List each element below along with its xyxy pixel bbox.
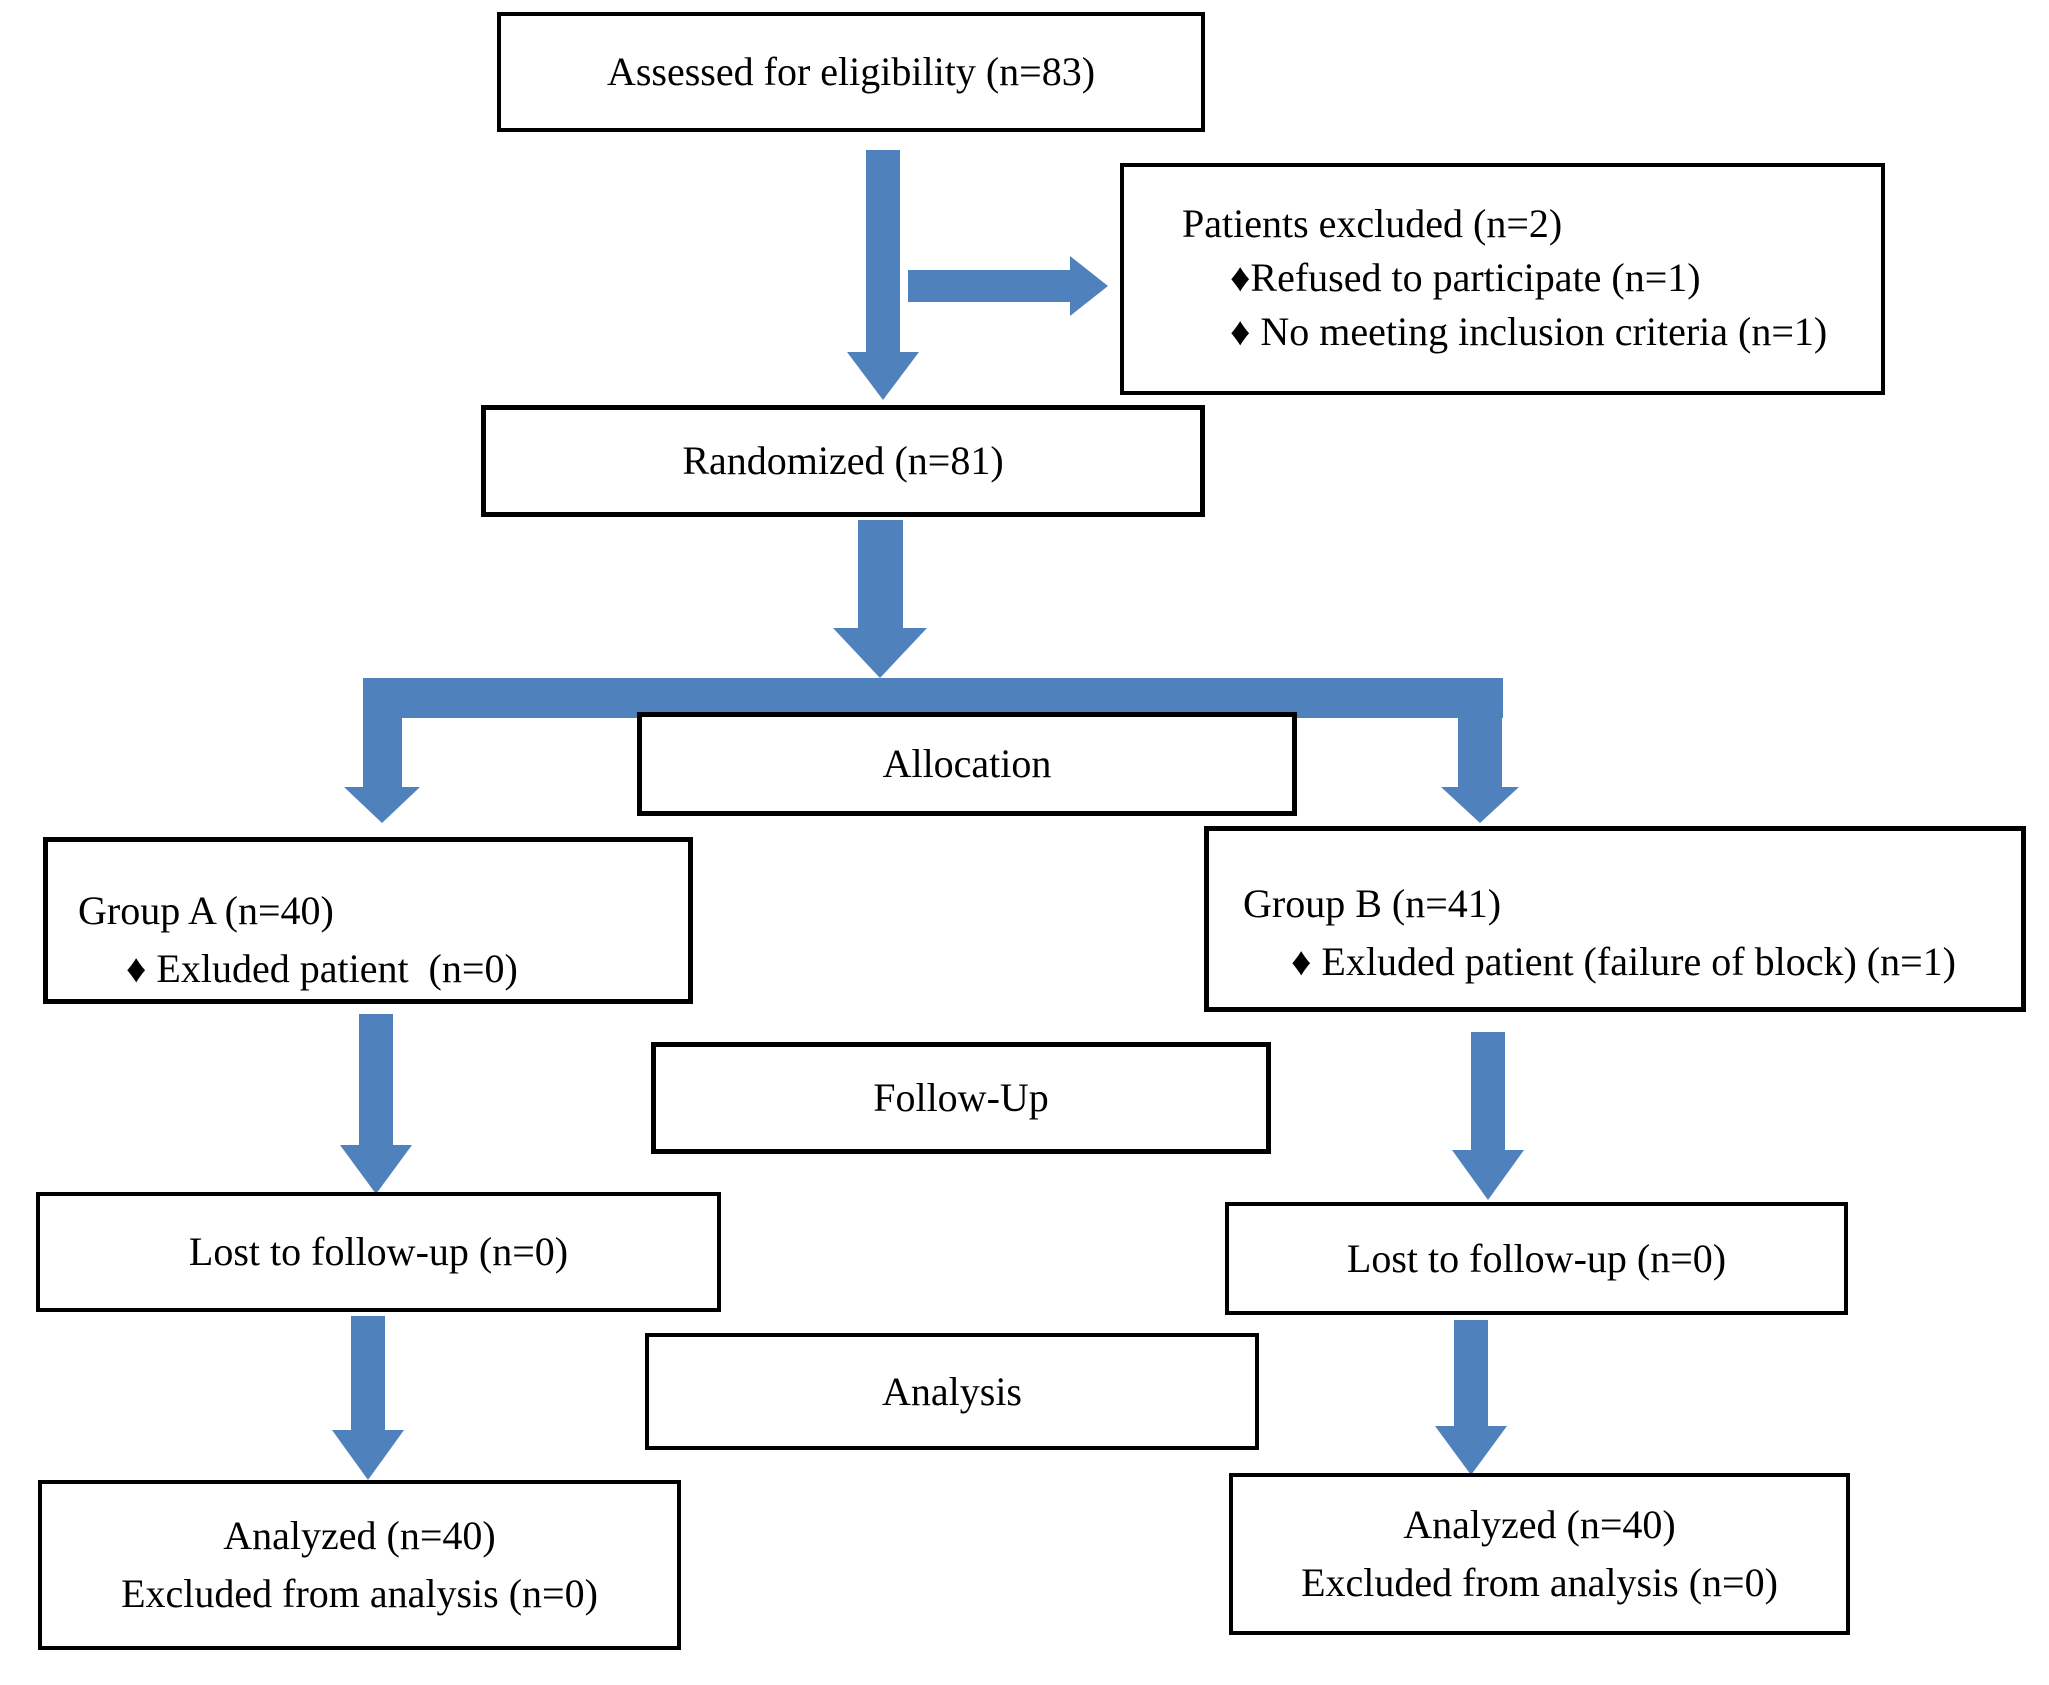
bullet-item: ♦Refused to participate (n=1) — [1230, 255, 1701, 300]
box-follow-up-stage: Follow-Up — [651, 1042, 1271, 1154]
arrow-assessed-to-randomized-shaft — [866, 150, 900, 352]
box-label: Randomized (n=81) — [682, 438, 1004, 483]
box-assessed-eligibility: Assessed for eligibility (n=83) — [497, 12, 1205, 132]
box-patients-excluded: Patients excluded (n=2) ♦Refused to part… — [1120, 163, 1885, 395]
box-line: Analyzed (n=40) — [223, 1513, 496, 1558]
box-analyzed-group-b: Analyzed (n=40) Excluded from analysis (… — [1229, 1473, 1850, 1635]
bullet-item: ♦ Exluded patient (failure of block) (n=… — [1291, 939, 1956, 984]
box-lost-to-followup-group-a: Lost to follow-up (n=0) — [36, 1192, 721, 1312]
box-line: Excluded from analysis (n=0) — [121, 1571, 598, 1616]
branch-left-to-group-a-down-arrowhead-icon — [344, 787, 420, 823]
box-analyzed-group-a: Analyzed (n=40) Excluded from analysis (… — [38, 1480, 681, 1650]
arrow-to-excluded-shaft — [908, 270, 1070, 302]
arrow-lost-a-to-analyzed-down-arrowhead-icon — [332, 1430, 404, 1480]
box-title: Patients excluded (n=2) — [1182, 201, 1563, 246]
box-title: Group B (n=41) — [1243, 881, 1502, 926]
box-line: Analyzed (n=40) — [1403, 1502, 1676, 1547]
box-group-a: Group A (n=40) ♦ Exluded patient (n=0) — [43, 837, 693, 1004]
arrow-lost-b-to-analyzed-shaft — [1454, 1320, 1488, 1426]
branch-right-to-group-b-shaft — [1458, 678, 1502, 787]
box-label: Allocation — [882, 741, 1052, 786]
arrow-to-excluded-right-arrowhead-icon — [1070, 256, 1108, 316]
arrow-group-a-to-lost-down-arrowhead-icon — [340, 1145, 412, 1194]
arrow-group-b-to-lost-down-arrowhead-icon — [1452, 1150, 1524, 1200]
arrow-lost-b-to-analyzed-down-arrowhead-icon — [1435, 1426, 1507, 1475]
box-allocation-stage: Allocation — [637, 712, 1297, 816]
box-title: Group A (n=40) — [78, 888, 334, 933]
allocation-branch-bar — [363, 678, 1503, 718]
arrow-group-a-to-lost-shaft — [359, 1014, 393, 1145]
box-label: Lost to follow-up (n=0) — [188, 1229, 569, 1274]
arrow-lost-a-to-analyzed-shaft — [351, 1316, 385, 1430]
box-lost-to-followup-group-b: Lost to follow-up (n=0) — [1225, 1202, 1848, 1315]
arrow-randomized-to-allocation-shaft — [858, 520, 903, 628]
arrow-assessed-to-randomized-down-arrowhead-icon — [847, 352, 919, 400]
bullet-item: ♦ Exluded patient (n=0) — [126, 946, 518, 991]
box-group-b: Group B (n=41) ♦ Exluded patient (failur… — [1204, 826, 2026, 1012]
bullet-item: ♦ No meeting inclusion criteria (n=1) — [1230, 309, 1828, 354]
box-line: Excluded from analysis (n=0) — [1301, 1560, 1778, 1605]
box-analysis-stage: Analysis — [645, 1333, 1259, 1450]
box-randomized: Randomized (n=81) — [481, 405, 1205, 517]
branch-right-to-group-b-down-arrowhead-icon — [1441, 787, 1519, 823]
box-label: Analysis — [882, 1368, 1022, 1414]
box-label: Assessed for eligibility (n=83) — [606, 49, 1096, 94]
arrow-randomized-to-allocation-down-arrowhead-icon — [833, 628, 927, 678]
arrow-group-b-to-lost-shaft — [1471, 1032, 1505, 1150]
branch-left-to-group-a-shaft — [363, 678, 402, 787]
box-label: Lost to follow-up (n=0) — [1346, 1235, 1727, 1281]
box-label: Follow-Up — [873, 1075, 1049, 1120]
